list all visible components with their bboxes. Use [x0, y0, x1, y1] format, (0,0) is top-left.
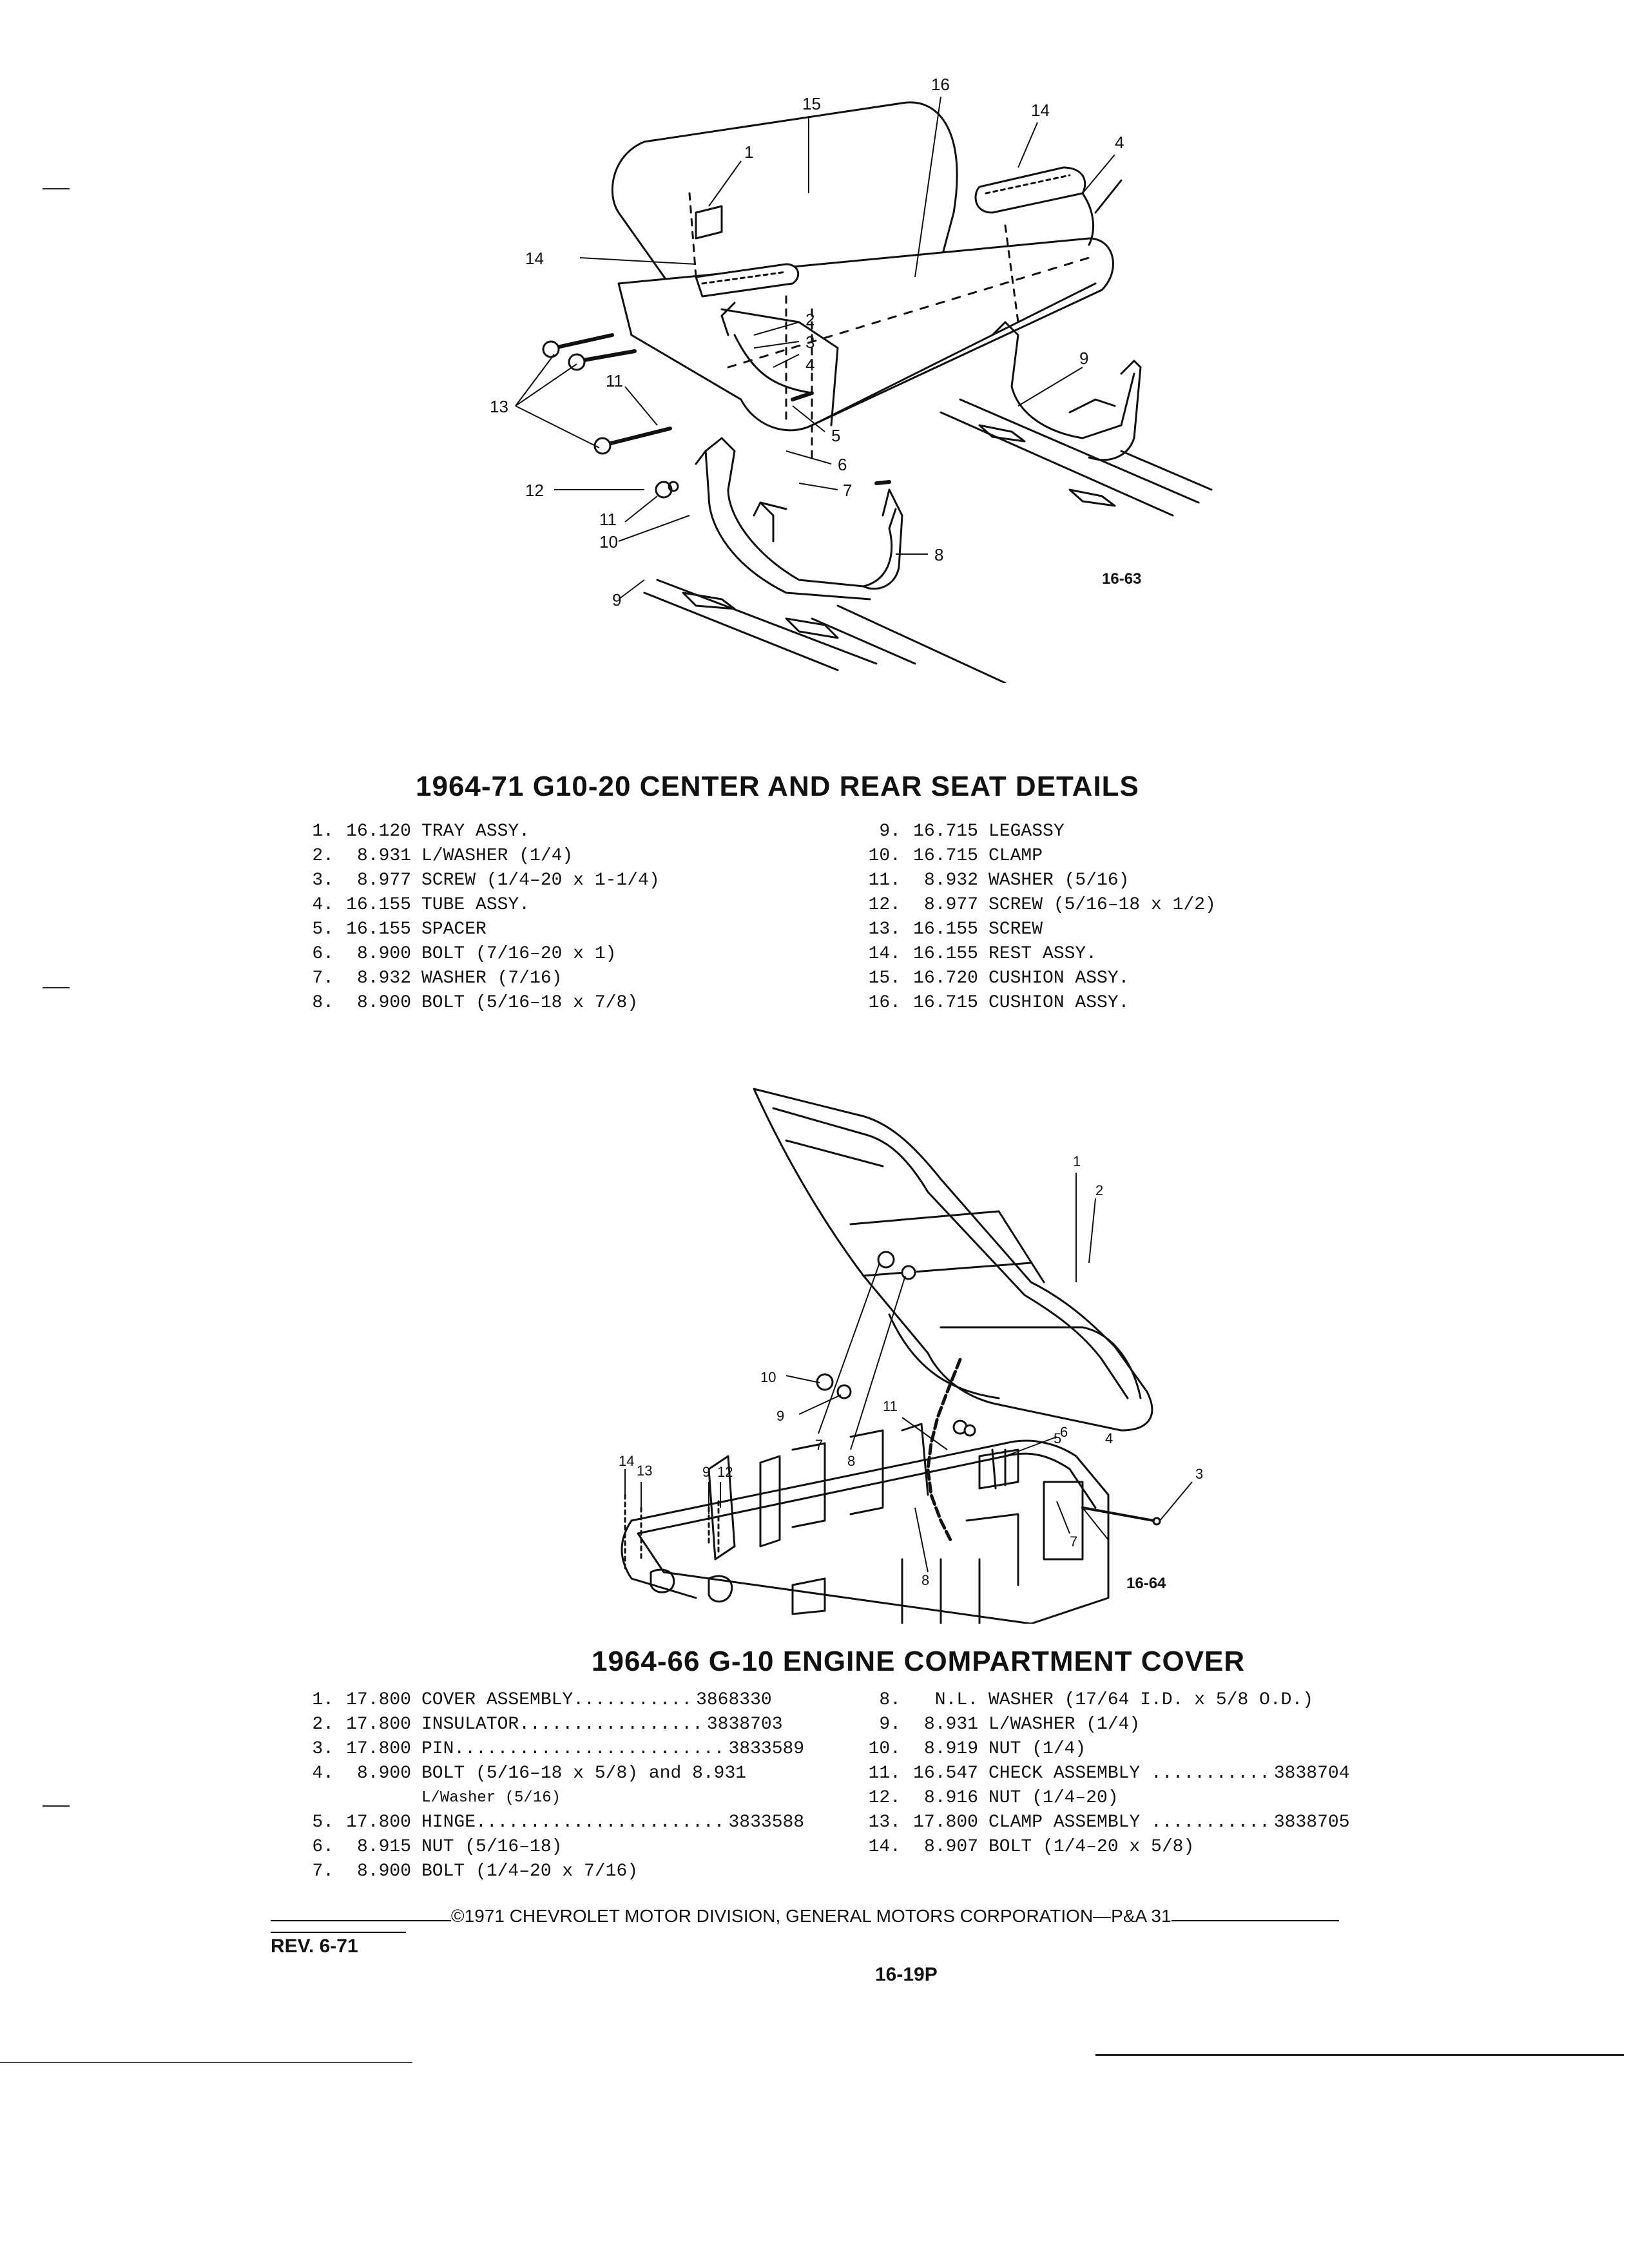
copyright-line: ©1971 CHEVROLET MOTOR DIVISION, GENERAL …: [271, 1906, 1339, 1927]
callout-label: 6: [838, 455, 847, 474]
figure-number: 16-63: [1102, 570, 1142, 588]
callout-label: 10: [760, 1369, 776, 1385]
callout-label: 12: [525, 481, 544, 500]
footer-rule: [271, 1932, 406, 1933]
callout-label: 5: [1054, 1430, 1061, 1446]
callout-label: 10: [599, 532, 618, 552]
callout-label: 14: [619, 1453, 634, 1469]
callout-label: 7: [843, 481, 852, 500]
section-title: 1964-66 G-10 ENGINE COMPARTMENT COVER: [592, 1646, 1246, 1677]
callout-label: 13: [490, 397, 508, 416]
callout-label: 4: [1115, 133, 1124, 152]
seat-exploded-diagram: 15 16 14 4 1 14 2 3 4 13 11 5 6 12 7 11 …: [490, 75, 1213, 683]
margin-mark: [43, 987, 70, 988]
callout-label: 9: [612, 590, 621, 610]
margin-mark: [43, 1805, 70, 1807]
callout-label: 14: [1031, 101, 1050, 120]
callout-label: 4: [1105, 1430, 1113, 1446]
callout-label: 11: [599, 510, 617, 529]
callout-label: 13: [637, 1463, 652, 1479]
callout-label: 15: [802, 94, 821, 113]
parts-list-right: 8.N.L.WASHER (17/64 I.D. x 5/8 O.D.) 9.8…: [863, 1688, 1350, 1860]
callout-label: 8: [847, 1453, 855, 1469]
callout-label: 1: [1073, 1153, 1081, 1169]
callout-label: 1: [744, 142, 753, 162]
parts-row: 8.N.L.WASHER (17/64 I.D. x 5/8 O.D.): [879, 1690, 1314, 1710]
callout-label: 2: [1095, 1182, 1103, 1198]
callout-label: 14: [525, 249, 544, 268]
callout-label: 3: [805, 332, 815, 352]
callout-label: 9: [702, 1464, 710, 1480]
callout-label: 5: [831, 426, 840, 445]
callout-label: 12: [717, 1464, 733, 1480]
callout-label: 2: [805, 310, 815, 329]
footer-rule: [1171, 1919, 1339, 1921]
callout-label: 11: [883, 1398, 898, 1414]
callout-label: 8: [921, 1572, 929, 1588]
callout-label: 16: [931, 75, 950, 94]
callout-label: 7: [1070, 1533, 1077, 1550]
footer-rule: [271, 1919, 451, 1921]
callout-label: 9: [1079, 349, 1088, 368]
margin-mark: [43, 188, 70, 189]
copyright-text: ©1971 CHEVROLET MOTOR DIVISION, GENERAL …: [451, 1906, 1171, 1926]
callout-label: 7: [815, 1437, 823, 1453]
page-number: 16-19P: [875, 1964, 938, 1985]
scan-rule: [0, 2062, 412, 2063]
section-title: 1964-71 G10-20 CENTER AND REAR SEAT DETA…: [416, 771, 1139, 802]
callout-label: 4: [805, 355, 815, 374]
engine-cover-diagram: 1 2 7 8 11 10 9 6 3 14 13 9 12 5 4 8 7: [619, 1088, 1203, 1624]
callout-label: 9: [776, 1408, 784, 1424]
callout-label: 6: [1060, 1424, 1068, 1440]
parts-row: L/Washer (5/16): [421, 1789, 561, 1807]
revision-label: REV. 6-71: [271, 1936, 358, 1957]
figure-number: 16-64: [1126, 1575, 1166, 1592]
callout-label: 11: [606, 371, 623, 390]
callout-label: 3: [1195, 1466, 1203, 1482]
scan-rule: [1095, 2054, 1624, 2056]
callout-label: 8: [934, 545, 943, 564]
